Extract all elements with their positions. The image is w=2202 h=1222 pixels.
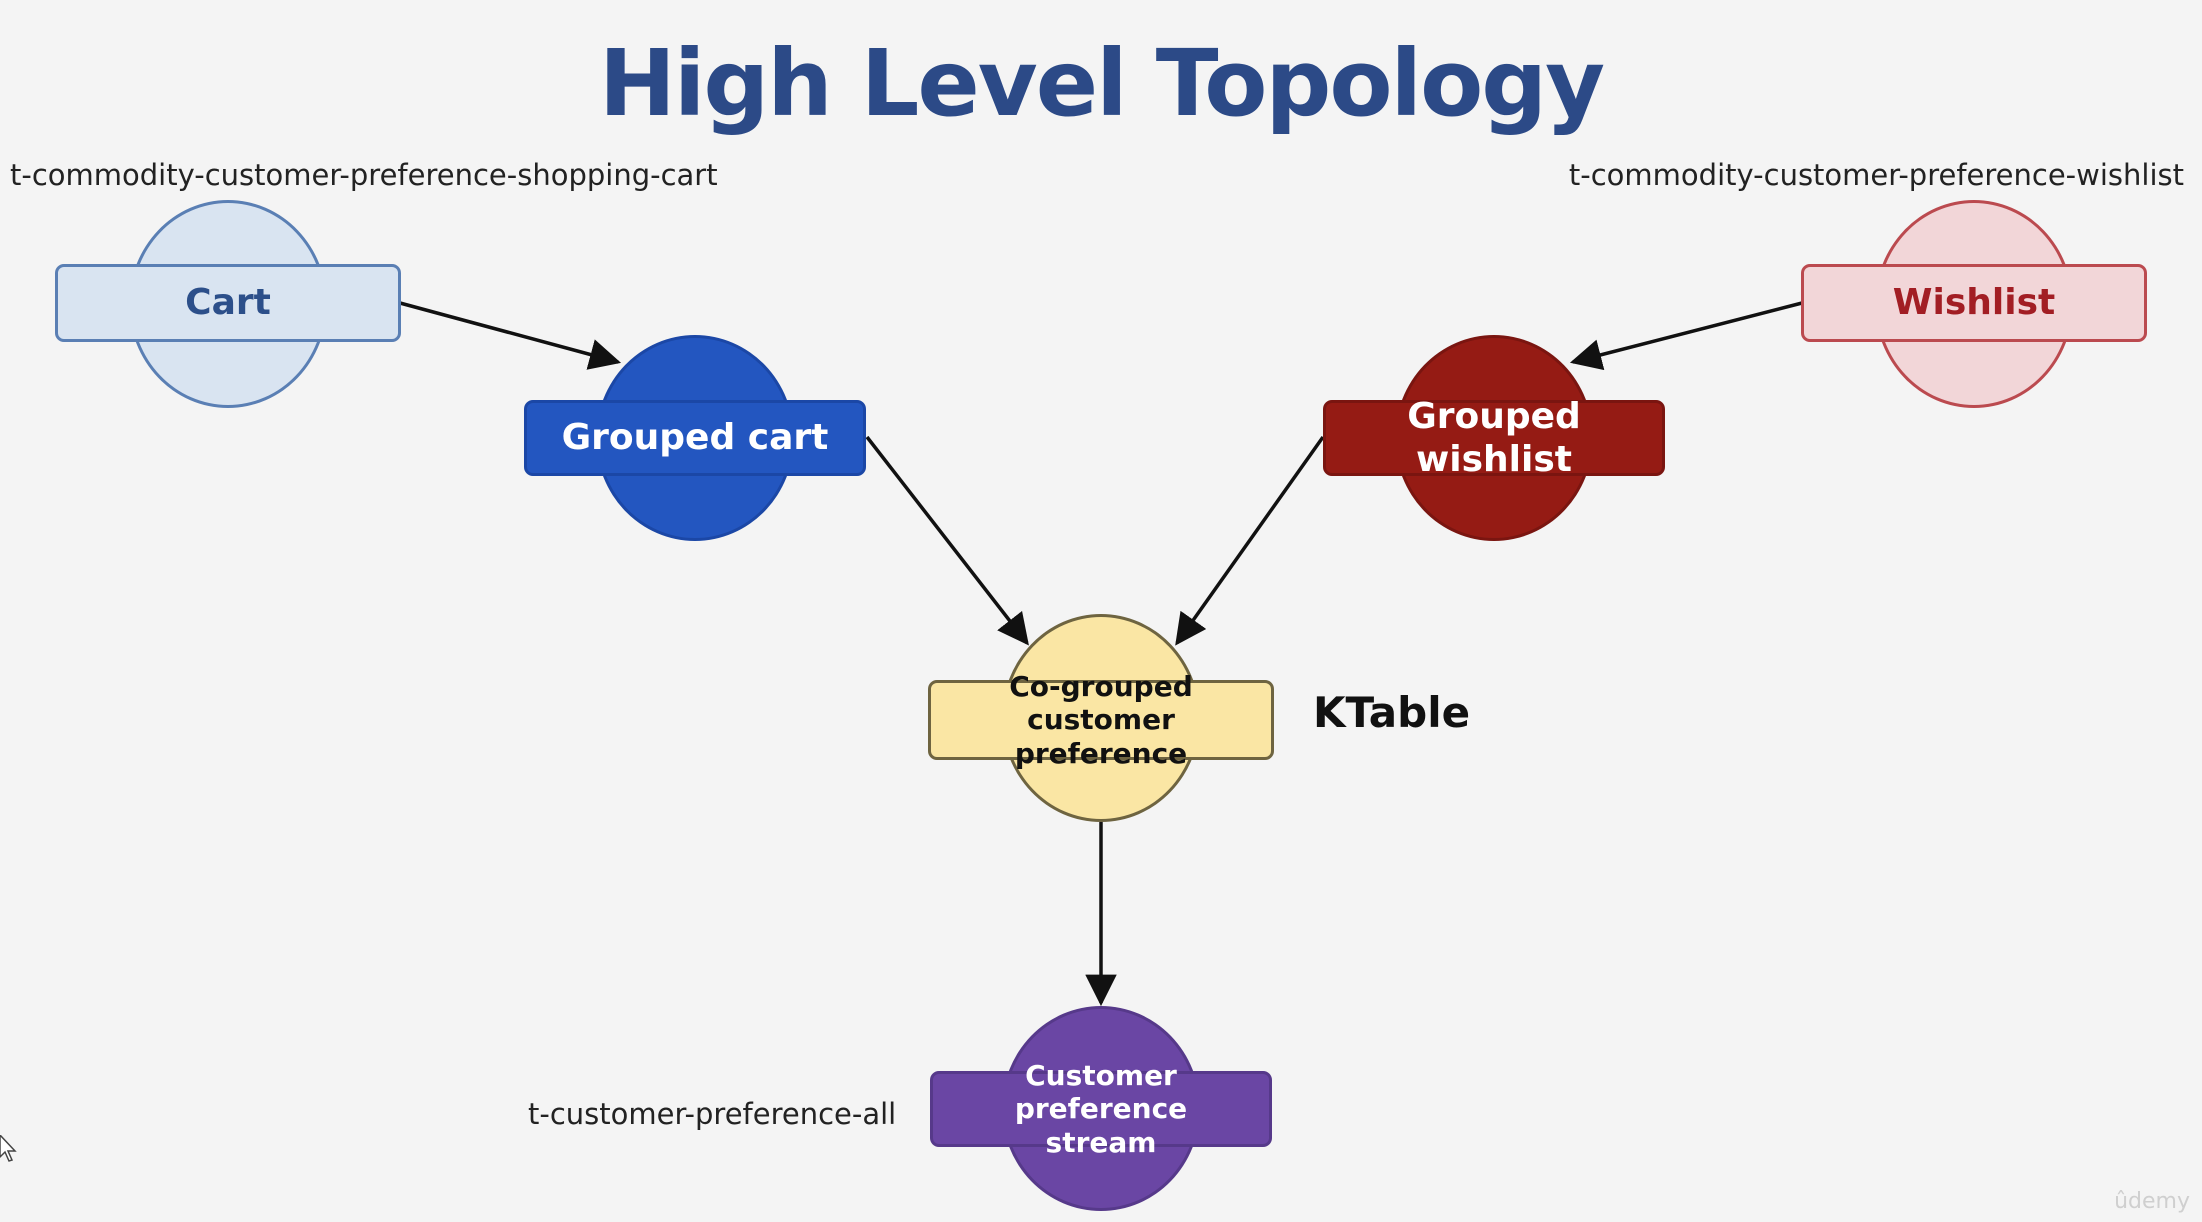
page-title: High Level Topology xyxy=(598,30,1605,137)
node-grouped-wishlist-label: Grouped wishlist xyxy=(1323,396,1665,480)
edge-grouped-wishlist-to-cogrouped xyxy=(1175,435,1325,646)
node-grouped-wishlist: Grouped wishlist xyxy=(1323,335,1665,541)
topic-label-wishlist: t-commodity-customer-preference-wishlist xyxy=(1568,158,2184,192)
udemy-watermark: ûdemy xyxy=(2114,1189,2190,1214)
node-cart: Cart xyxy=(55,200,401,408)
ktable-label: KTable xyxy=(1313,688,1471,737)
node-wishlist: Wishlist xyxy=(1801,200,2147,408)
edge-wishlist-to-grouped-wishlist xyxy=(1569,301,1803,371)
edge-cart-to-grouped-cart xyxy=(399,301,622,370)
node-stream-label: Customer preference stream xyxy=(930,1059,1272,1159)
edge-grouped-cart-to-cogrouped xyxy=(865,435,1029,646)
topic-label-all: t-customer-preference-all xyxy=(528,1097,897,1131)
topic-label-cart: t-commodity-customer-preference-shopping… xyxy=(10,158,718,192)
node-customer-preference-stream: Customer preference stream xyxy=(930,1006,1272,1211)
node-cart-label: Cart xyxy=(55,264,401,342)
node-cogrouped-customer-preference: Co-grouped customer preference xyxy=(928,614,1274,822)
node-grouped-cart-label: Grouped cart xyxy=(524,400,866,476)
node-wishlist-label: Wishlist xyxy=(1801,264,2147,342)
node-grouped-cart: Grouped cart xyxy=(524,335,866,541)
node-cogrouped-label: Co-grouped customer preference xyxy=(928,670,1274,770)
mouse-cursor-icon xyxy=(0,1135,17,1162)
